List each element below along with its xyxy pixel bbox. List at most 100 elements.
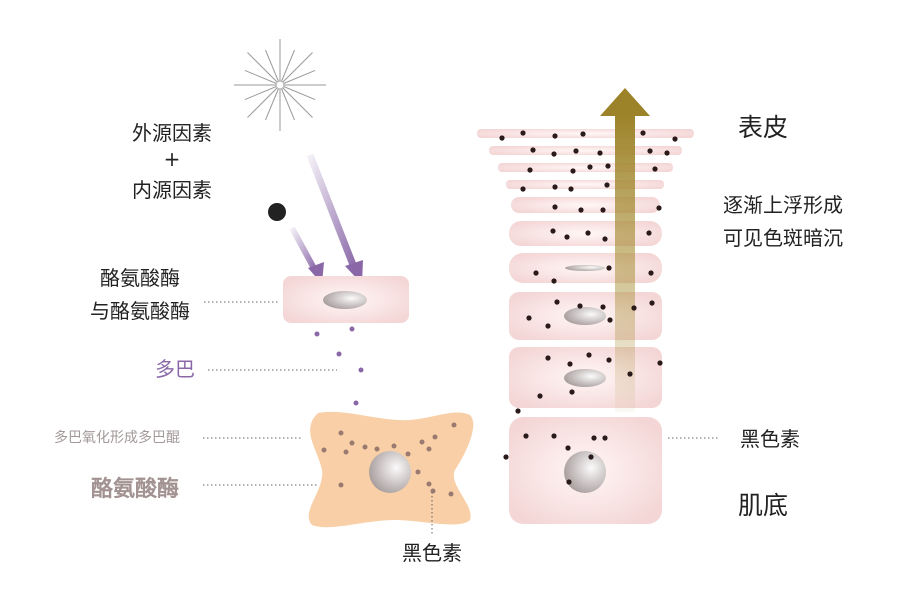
internal-factor-dot [268, 203, 286, 221]
melanin-dot [520, 130, 526, 136]
melanin-dot [602, 435, 608, 441]
dopa-label: 多巴 [155, 357, 195, 381]
melanin-dot [648, 270, 654, 276]
melanin-dot [552, 184, 558, 190]
melanin-dot [537, 393, 543, 399]
melanin-dot [362, 444, 368, 450]
melanin-dot [515, 408, 521, 414]
dopa-dot [314, 331, 320, 337]
melanin-dot [419, 439, 425, 445]
dopa-dot [349, 326, 355, 332]
skin-cell-layer [489, 146, 682, 155]
melanin-dot [530, 147, 536, 153]
melanin-dot [657, 360, 663, 366]
melanin-dot [600, 304, 606, 310]
epidermis-label: 表皮 [738, 113, 788, 142]
enzyme-label-line1: 酪氨酸酶 [100, 266, 180, 290]
description-line2: 可见色斑暗沉 [723, 226, 843, 250]
melanin-dot [503, 454, 509, 460]
sun-ray [244, 69, 281, 86]
melanin-dot [527, 167, 533, 173]
melanin-dot [391, 443, 397, 449]
melanin-dot [656, 205, 662, 211]
dopa-dot [353, 400, 359, 406]
melanin-dot [374, 446, 380, 452]
sun-ray [247, 52, 281, 86]
melanin-dots [499, 130, 678, 485]
melanin-dot [338, 482, 344, 488]
melanin-dot [649, 300, 655, 306]
skin-cell-layer [511, 197, 660, 213]
melanin-dot [606, 357, 612, 363]
melanin-dot [565, 445, 571, 451]
melanin-dot [426, 481, 432, 487]
melanin-dot [605, 163, 611, 169]
purple-arrow-left [289, 226, 324, 284]
melanin-dot [523, 433, 529, 439]
nucleus [564, 369, 606, 387]
melanocyte-dots [321, 422, 457, 497]
melanin-dot [607, 317, 613, 323]
nucleus [564, 307, 606, 325]
melanin-dot [338, 430, 344, 436]
melanin-dot [672, 136, 678, 142]
sun-ray [279, 84, 316, 101]
melanin-dot [520, 186, 526, 192]
melanin-dot [405, 451, 411, 457]
melanin-dot [321, 447, 327, 453]
description-line1: 逐渐上浮形成 [723, 193, 843, 217]
melanin-dot [451, 422, 457, 428]
basal-nucleus [564, 451, 606, 493]
melanin-dot [349, 440, 355, 446]
dopa-dot [358, 367, 364, 373]
melanin-dot [415, 469, 421, 475]
enzyme-label-line2: 与酪氨酸酶 [90, 299, 190, 323]
plus-label: + [164, 147, 181, 171]
internal-factors-label: 内源因素 [132, 178, 212, 202]
melanin-dot [552, 204, 558, 210]
melanin-dot [573, 148, 579, 154]
melanin-dot [550, 228, 556, 234]
melanocyte-nucleus [369, 451, 411, 493]
melanin-dot [602, 236, 608, 242]
sun-ray [279, 49, 296, 86]
sun-ray [279, 84, 313, 118]
melanin-dot [600, 207, 606, 213]
melanin-dot [647, 148, 653, 154]
sun-ray [244, 84, 281, 101]
melanin-dot [580, 131, 586, 137]
melanin-dot [591, 435, 597, 441]
melanin-dot [448, 491, 454, 497]
melanin-dot [554, 299, 560, 305]
melanin-dot [568, 186, 574, 192]
melanin-dot [564, 234, 570, 240]
sun-ray [264, 84, 281, 121]
melanin-dot [526, 315, 532, 321]
melanin-dot [552, 133, 558, 139]
tyrosinase-label: 酪氨酸酶 [91, 476, 179, 502]
dopa-dots [314, 326, 373, 425]
melanin-dot [533, 270, 539, 276]
melanin-dot [578, 207, 584, 213]
sun-core [275, 80, 285, 90]
melanin-dot [577, 303, 583, 309]
cell-nucleus [323, 291, 367, 309]
sun-ray [279, 84, 296, 121]
sun-ray [264, 49, 281, 86]
melanin-dot [432, 434, 438, 440]
dopaquinone-label: 多巴氧化形成多巴醌 [54, 429, 180, 446]
melanin-dot [604, 182, 610, 188]
melanin-dot [586, 352, 592, 358]
melanin-dot [566, 479, 572, 485]
melanin-dot [545, 355, 551, 361]
melanin-dot [499, 135, 505, 141]
melanin-dot [646, 230, 652, 236]
skin-cell-layer [506, 180, 664, 189]
melanin-dot [551, 433, 557, 439]
melanin-dot [569, 389, 575, 395]
melanin-dot [627, 371, 633, 377]
base-layer-label: 肌底 [738, 491, 788, 520]
melanin-dot [606, 265, 612, 271]
melanin-dot [640, 130, 646, 136]
